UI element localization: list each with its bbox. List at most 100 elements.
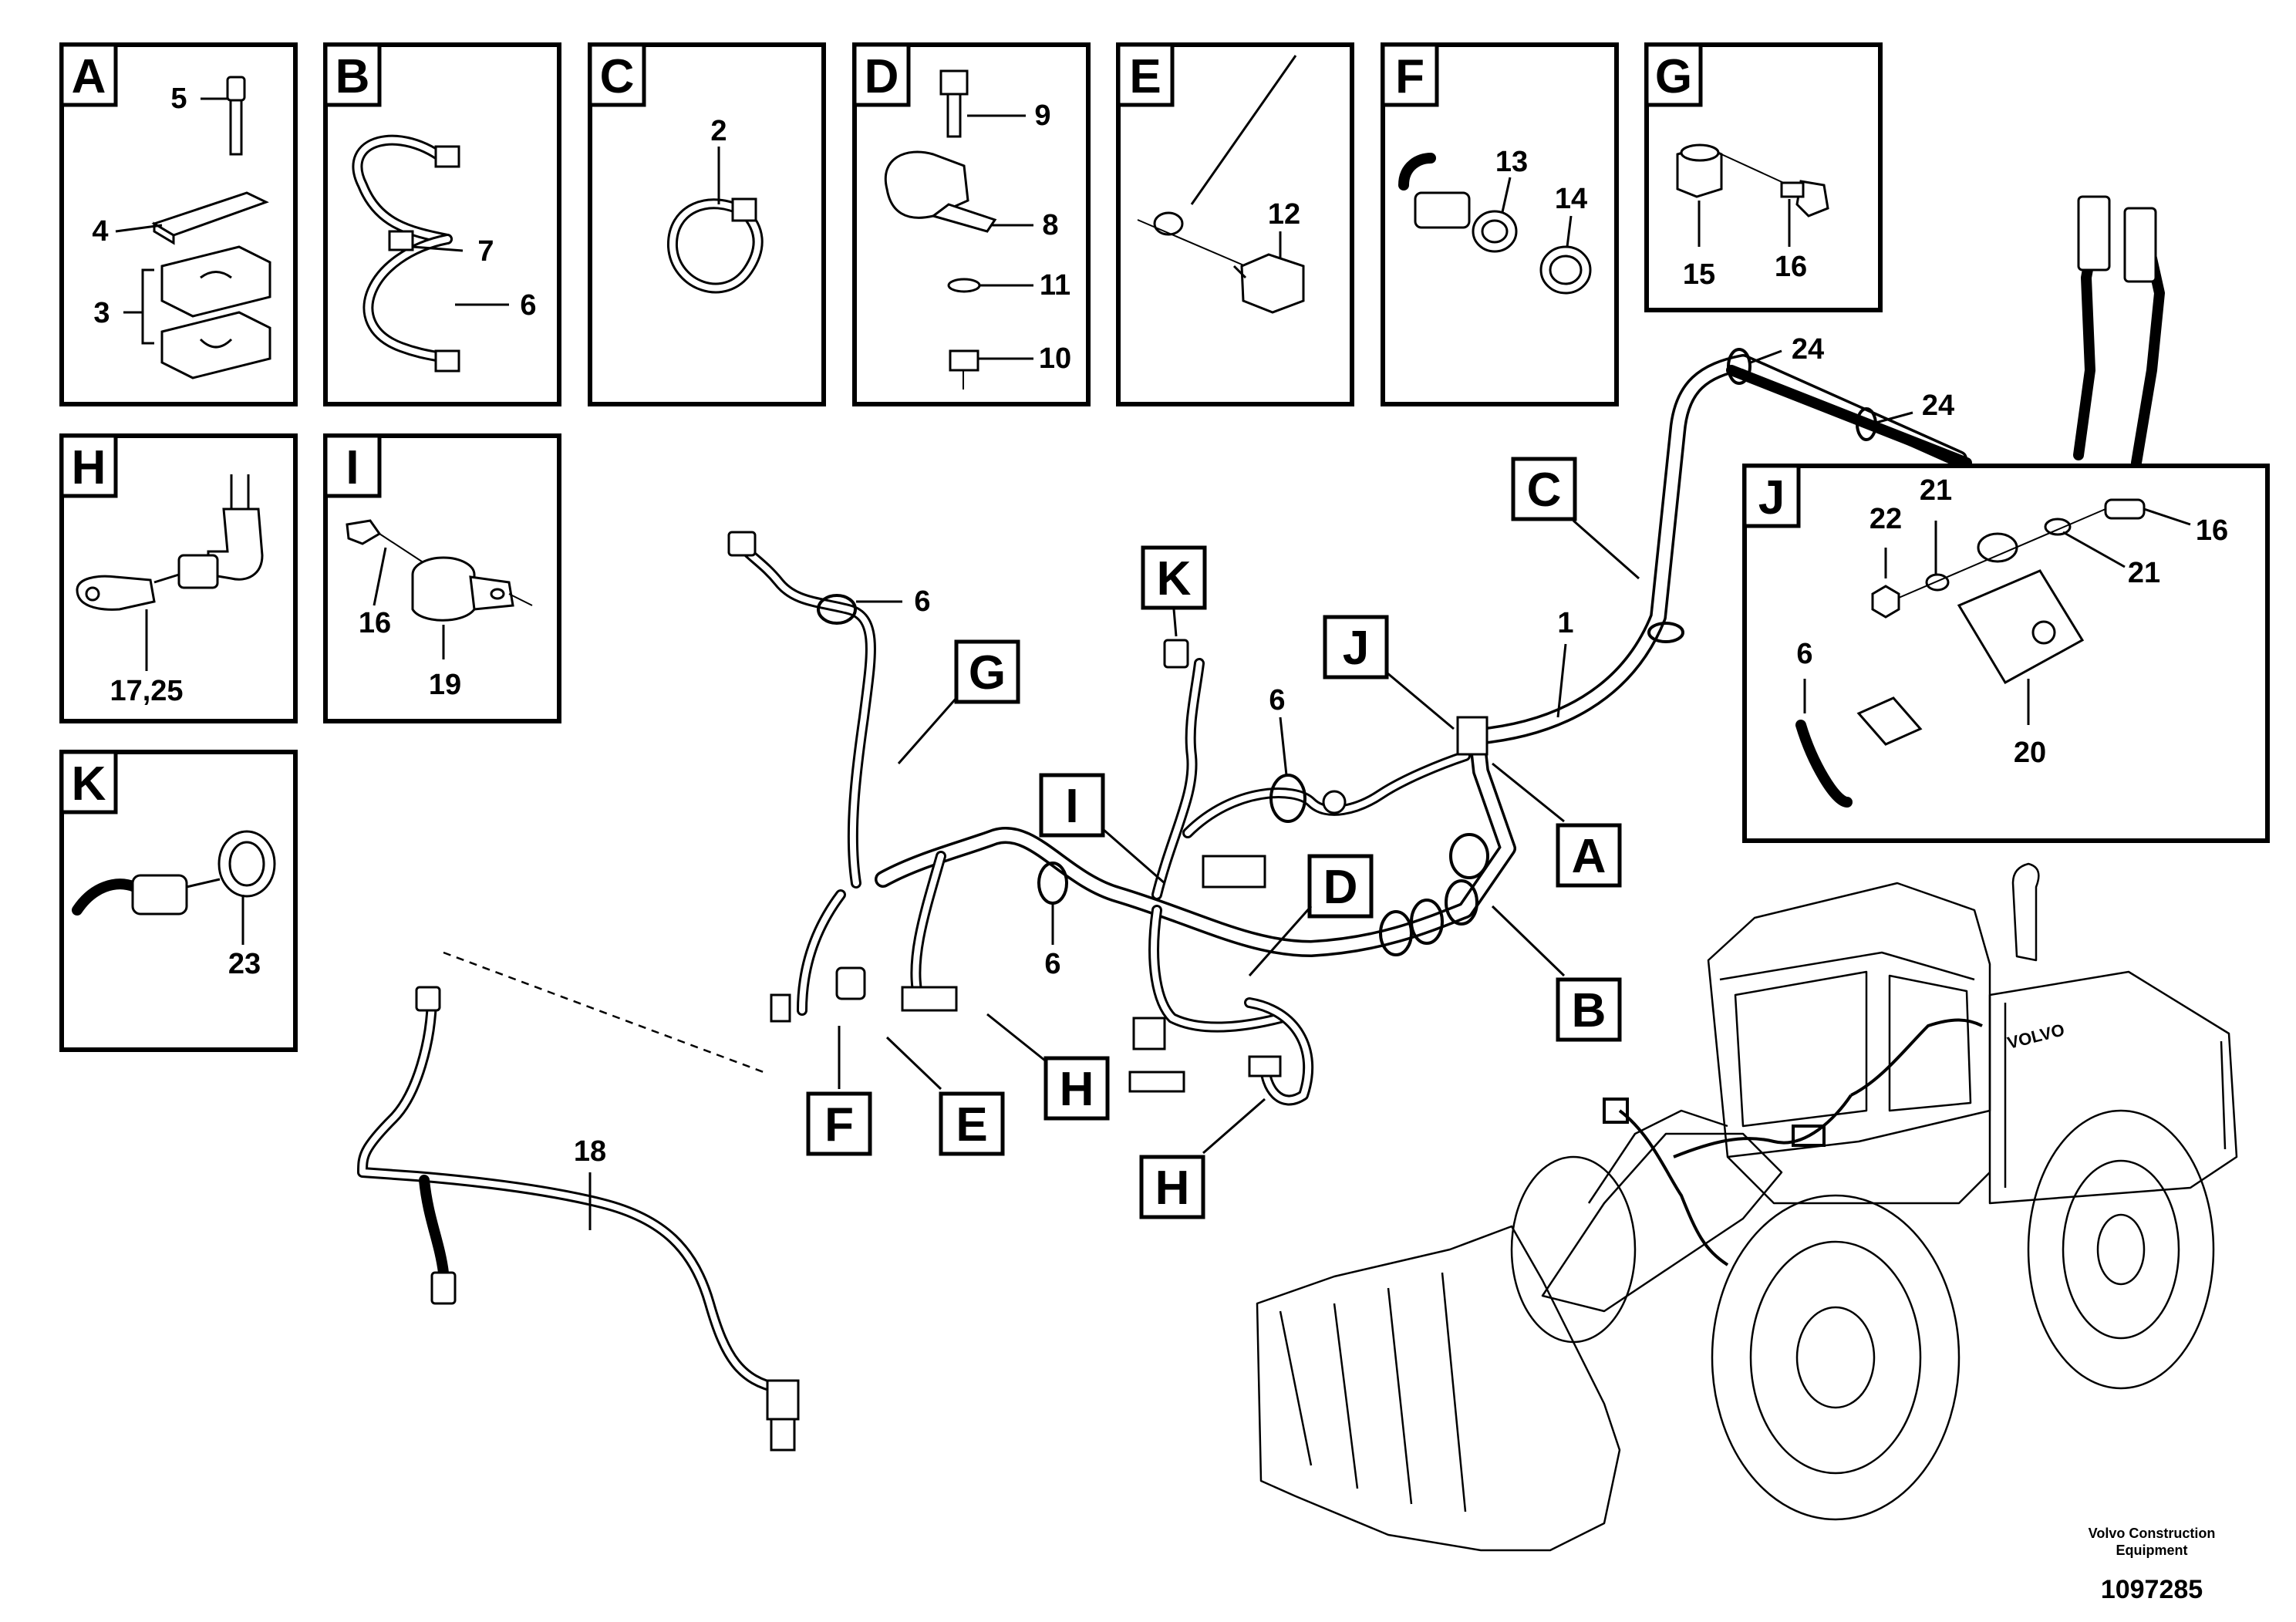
detail-panel-f: F 13 14 <box>1381 42 1619 406</box>
callout-19: 19 <box>429 669 461 701</box>
detail-panel-a: A 5 4 3 <box>59 42 298 406</box>
detail-panel-i: I 16 19 <box>323 433 561 723</box>
callout-20: 20 <box>2014 737 2046 769</box>
cable-tie-drawing <box>352 134 460 373</box>
publisher-line-1: Volvo Construction <box>2089 1526 2216 1541</box>
tag-k: K <box>1141 545 1207 637</box>
callout-23: 23 <box>228 948 261 980</box>
callout-16-i: 16 <box>359 607 391 639</box>
publisher-line-2: Equipment <box>2116 1543 2188 1558</box>
callout-18: 18 <box>574 1135 606 1168</box>
callout-6-main-a: 6 <box>914 585 930 618</box>
callout-15: 15 <box>1683 258 1715 291</box>
callout-21-a: 21 <box>1920 474 1952 507</box>
callout-6-j: 6 <box>1796 638 1812 670</box>
ground-cable-drawing <box>1137 55 1305 314</box>
tag-h-upper: H <box>986 1013 1110 1121</box>
sensor-connector-drawing <box>1398 153 1592 295</box>
panel-g-letter: G <box>1655 50 1692 103</box>
panel-a-letter: A <box>72 50 106 103</box>
detail-panel-h: H 17,25 <box>59 433 298 723</box>
tag-d: D <box>1248 854 1374 976</box>
tag-e: E <box>885 1036 1005 1156</box>
panel-b-letter: B <box>335 50 370 103</box>
tag-i: I <box>1039 773 1165 885</box>
svg-text:B: B <box>1572 984 1607 1037</box>
tag-f: F <box>806 1026 872 1156</box>
svg-text:F: F <box>824 1098 854 1152</box>
panel-c-letter: C <box>600 50 635 103</box>
callout-9: 9 <box>1034 99 1050 132</box>
tag-c: C <box>1511 457 1640 580</box>
main-detail-tags: A B C D E F G <box>806 457 1640 1219</box>
rubber-clamp-drawing <box>884 69 997 389</box>
cushion-clamp-drawing <box>346 519 533 622</box>
callout-6: 6 <box>520 289 536 322</box>
callout-11: 11 <box>1040 269 1070 302</box>
detail-panel-b: B 7 6 <box>323 42 561 406</box>
clamp-plate-drawing <box>151 191 269 245</box>
svg-text:E: E <box>956 1098 987 1152</box>
wiring-harness-drawing <box>357 195 2165 1452</box>
callout-3: 3 <box>93 297 110 329</box>
panel-i-letter: I <box>346 441 359 494</box>
sensor-ring-drawing <box>72 830 276 916</box>
svg-text:I: I <box>1065 780 1078 833</box>
volvo-brand-mark: VOLVO <box>2005 1020 2066 1052</box>
main-callouts: 1 6 6 6 18 24 24 <box>574 333 1954 1230</box>
svg-text:D: D <box>1323 861 1358 914</box>
callout-6-main-c: 6 <box>1269 684 1285 717</box>
detail-panel-k: K 23 <box>59 750 298 1052</box>
p-clip-drawing <box>666 197 764 294</box>
panel-f-letter: F <box>1395 50 1424 103</box>
detail-panel-c: C 2 <box>588 42 826 406</box>
document-number: 1097285 <box>2101 1575 2203 1604</box>
panel-e-letter: E <box>1129 50 1161 103</box>
relay-bracket-drawing <box>1795 498 2146 808</box>
svg-text:C: C <box>1527 464 1562 517</box>
svg-text:A: A <box>1572 830 1607 883</box>
tag-h-lower: H <box>1139 1098 1266 1219</box>
callout-12: 12 <box>1268 198 1300 231</box>
svg-text:J: J <box>1343 622 1369 675</box>
callout-1: 1 <box>1557 607 1573 639</box>
callout-4: 4 <box>92 215 108 248</box>
svg-text:K: K <box>1157 552 1192 605</box>
panel-h-letter: H <box>72 441 106 494</box>
callout-22: 22 <box>1870 503 1902 535</box>
tag-g: G <box>897 639 1020 764</box>
grommet-bolt-drawing <box>1676 143 1829 218</box>
callout-13: 13 <box>1495 146 1528 178</box>
callout-16-j: 16 <box>2196 514 2228 547</box>
panel-j-letter: J <box>1758 471 1785 524</box>
tag-a: A <box>1492 762 1622 888</box>
detail-panel-j: J 22 21 21 16 6 20 <box>1742 464 2270 843</box>
footer: Volvo Construction Equipment 1097285 <box>2089 1526 2216 1604</box>
svg-text:H: H <box>1060 1063 1094 1116</box>
svg-text:H: H <box>1155 1162 1190 1215</box>
callout-10: 10 <box>1039 342 1071 375</box>
callout-24-a: 24 <box>1792 333 1824 366</box>
detail-panel-d: D 9 8 11 10 <box>852 42 1091 406</box>
detail-panel-e: E 12 <box>1116 42 1354 406</box>
tag-b: B <box>1491 905 1622 1042</box>
panel-k-letter: K <box>72 757 106 811</box>
tag-j: J <box>1323 615 1455 730</box>
wheel-loader-illustration: VOLVO <box>1256 862 2238 1552</box>
sensor-elbow-drawing <box>76 474 264 611</box>
callout-6-main-b: 6 <box>1044 948 1060 980</box>
bolt-drawing <box>226 76 246 156</box>
callout-24-b: 24 <box>1922 389 1954 422</box>
pipe-clamp-halves-drawing <box>160 245 271 379</box>
callout-14: 14 <box>1555 183 1587 215</box>
callout-21-b: 21 <box>2128 557 2160 589</box>
callout-8: 8 <box>1042 209 1058 241</box>
svg-text:G: G <box>969 646 1006 700</box>
callout-2: 2 <box>710 115 727 147</box>
panel-d-letter: D <box>865 50 899 103</box>
callout-17-25: 17,25 <box>110 675 183 707</box>
callout-5: 5 <box>170 83 187 115</box>
callout-7: 7 <box>477 235 494 268</box>
callout-16: 16 <box>1775 251 1807 283</box>
